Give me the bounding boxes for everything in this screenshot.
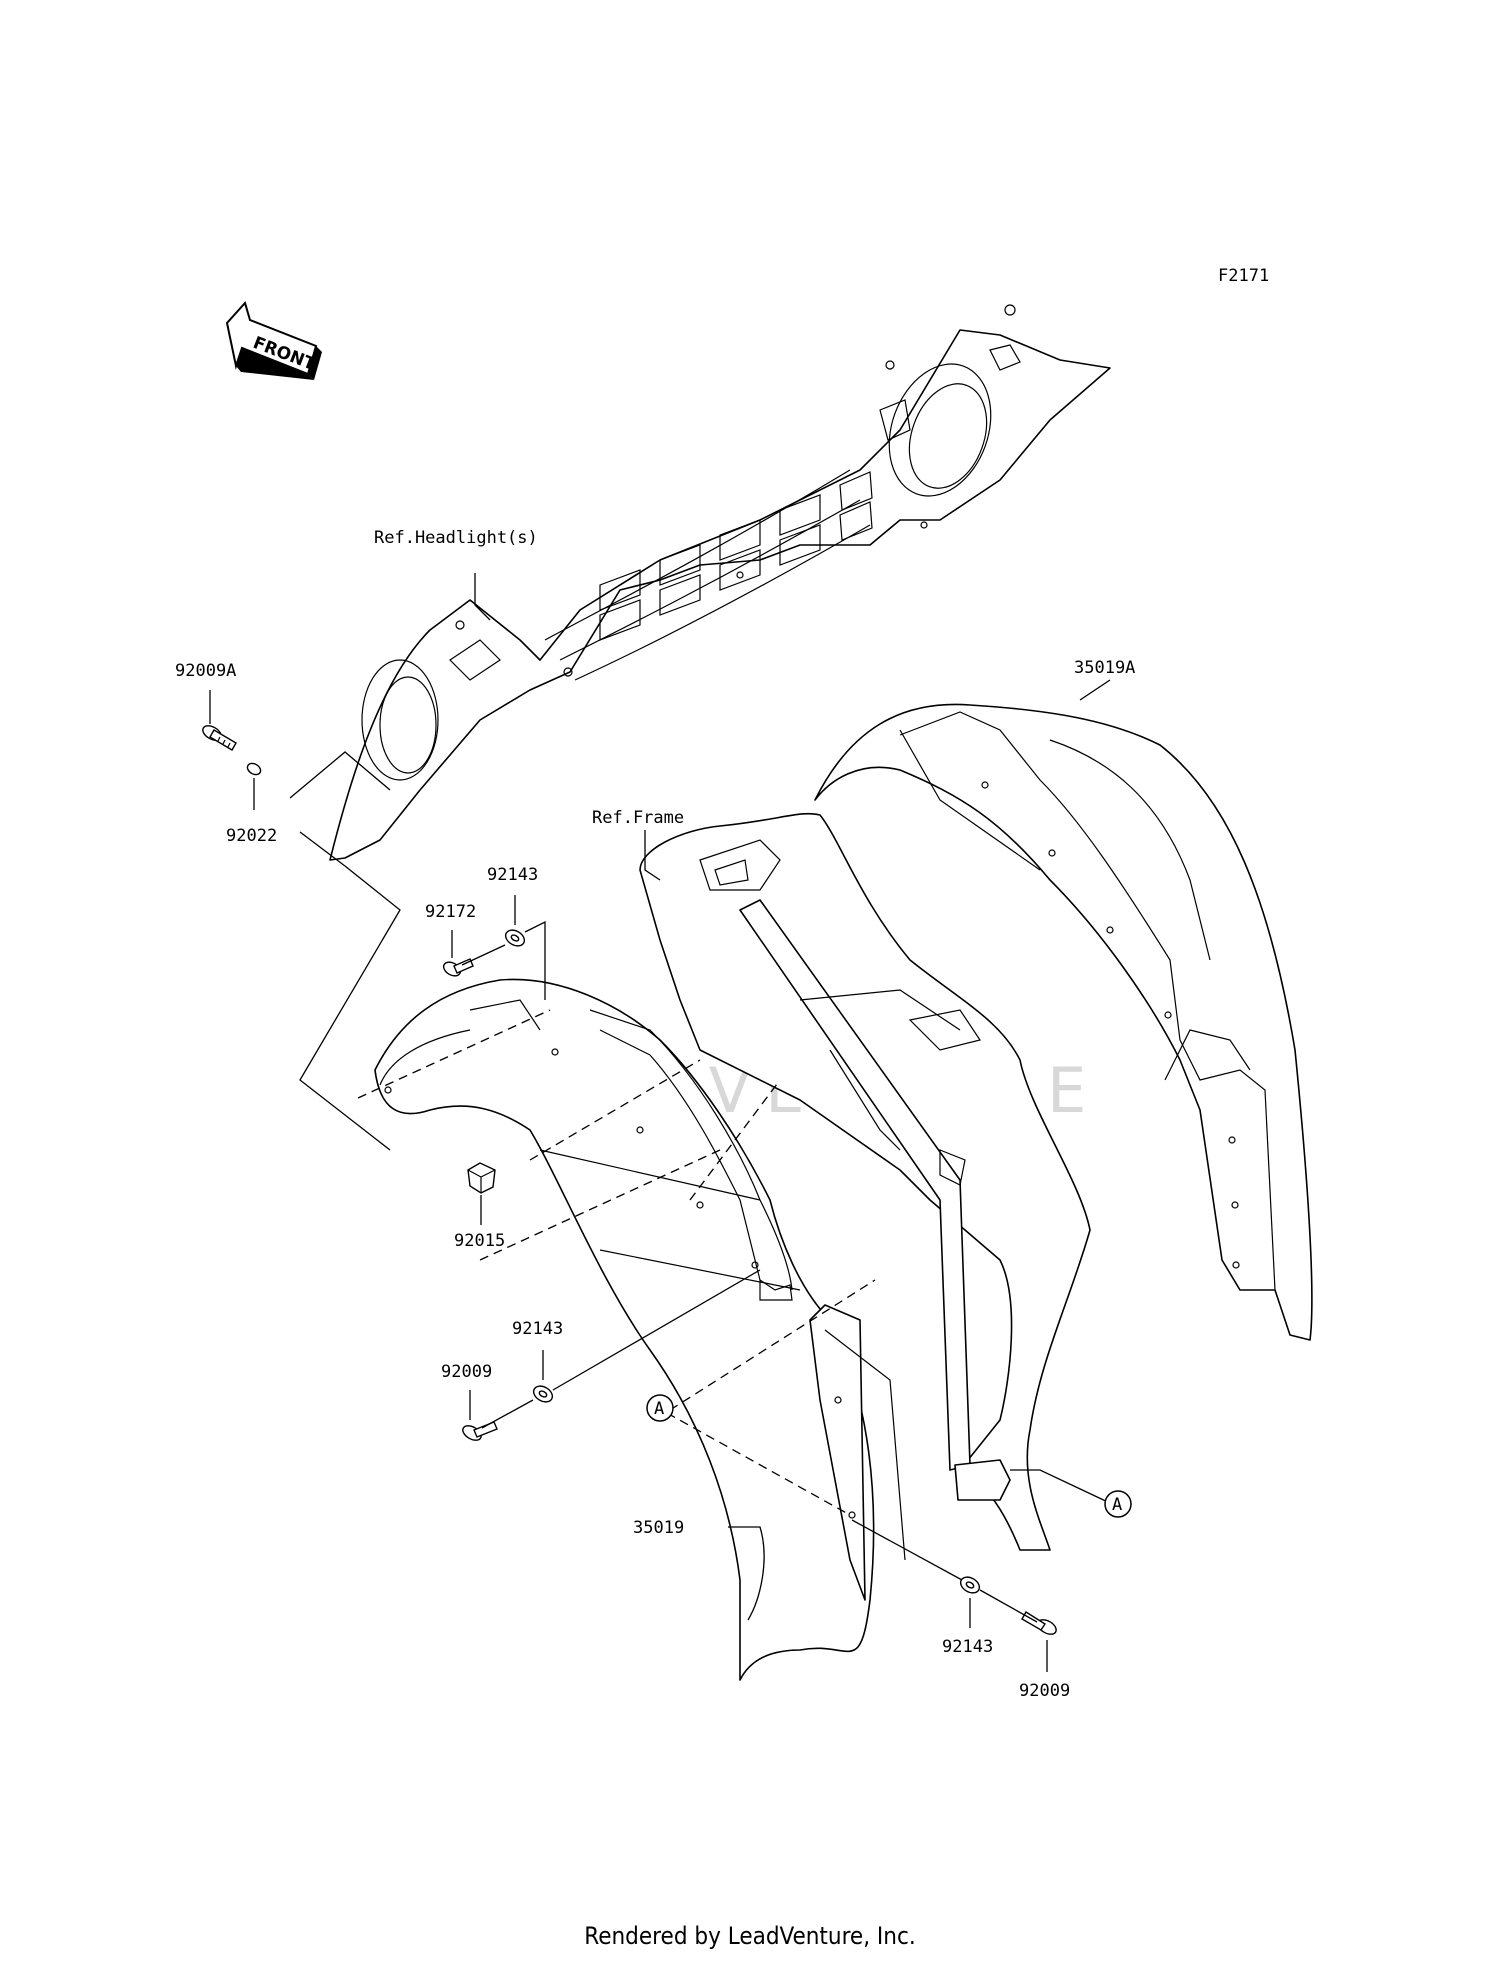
- label-92009-bottom: 92009: [1019, 1681, 1070, 1701]
- label-ref-frame: Ref.Frame: [592, 808, 684, 828]
- footer-credit: Rendered by LeadVenture, Inc.: [584, 1922, 916, 1950]
- label-ref-headlights: Ref.Headlight(s): [374, 528, 538, 548]
- svg-text:A: A: [654, 1399, 664, 1419]
- label-92172: 92172: [425, 902, 476, 922]
- label-35019A: 35019A: [1074, 658, 1135, 678]
- label-92143-bottom: 92143: [942, 1637, 993, 1657]
- label-35019: 35019: [633, 1518, 684, 1538]
- screw-92009-left-icon: [462, 1421, 498, 1441]
- fender-35019A-part: [814, 703, 1313, 1341]
- label-92022: 92022: [226, 826, 277, 846]
- svg-text:A: A: [1112, 1495, 1122, 1515]
- fender-35019-part: [374, 978, 906, 1681]
- washer-92143-top-icon: [504, 929, 526, 947]
- headlight-cowl-part: [329, 304, 1111, 861]
- screw-92009-bottom-icon: [1021, 1611, 1057, 1635]
- washer-92143-bottom-icon: [959, 1576, 981, 1594]
- marker-a-left: A: [646, 1394, 674, 1422]
- label-92143-mid: 92143: [512, 1319, 563, 1339]
- frame-reference-part: [639, 812, 1091, 1551]
- front-direction-arrow-icon: FRONT: [225, 301, 322, 380]
- label-92009-left: 92009: [441, 1362, 492, 1382]
- washer-92143-mid-icon: [532, 1385, 554, 1403]
- figure-code: F2171: [1218, 266, 1269, 286]
- label-92143-top: 92143: [487, 865, 538, 885]
- washer-92022-icon: [246, 762, 262, 776]
- screw-92009A-icon: [202, 725, 237, 751]
- assembly-lines: [209, 573, 1113, 1672]
- label-92009A: 92009A: [175, 661, 236, 681]
- marker-a-right: A: [1104, 1490, 1132, 1518]
- clip-92015-icon: [467, 1162, 496, 1194]
- label-92015: 92015: [454, 1231, 505, 1251]
